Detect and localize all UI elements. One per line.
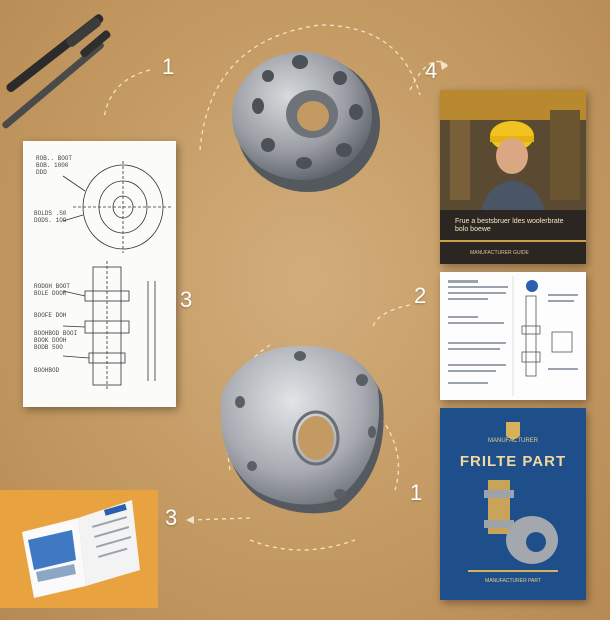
step-number-1-bottom: 1 <box>410 480 423 505</box>
drawing-note-2: BOLDS .S0 DODS. 1OO <box>34 210 67 224</box>
product-catalog-cover <box>440 408 586 600</box>
open-booklet-icon <box>22 500 140 598</box>
photo-caption: Frue a bestsbruer ldes woolerbrate bolo … <box>455 218 564 233</box>
step-number-3-bottom: 3 <box>165 505 178 530</box>
drawing-note-1: ROB.. BOOT BOB. 1000 DDD <box>36 155 73 176</box>
drawing-note-6: BOOHBOD <box>34 367 60 374</box>
drawing-note-5: BOOHBOD BOOI BOOK DOOH BODB 5OO <box>34 330 78 351</box>
step-number-1-top: 1 <box>162 54 175 79</box>
step-number-4: 4 <box>425 58 438 83</box>
arrow-3-bottom <box>189 517 251 521</box>
cover-footer: MANUFACTURER PART <box>485 578 541 584</box>
cover-art <box>440 408 586 600</box>
arrow-1-top <box>103 69 151 119</box>
arc-mid-right <box>359 394 399 491</box>
photo-footer: MANUFACTURER GUIDE <box>470 250 529 256</box>
spec-sheet <box>440 272 586 400</box>
technical-drawing-sheet <box>23 141 176 407</box>
step-number-2: 2 <box>414 283 427 308</box>
cover-title: FRILTE PART <box>459 453 567 470</box>
drawing-note-3: RODOH BOOT BOLE DOOR <box>34 283 71 297</box>
open-booklet <box>0 490 158 608</box>
brand-logo-icon <box>506 422 520 440</box>
worker-photo-icon <box>440 90 586 264</box>
drawing-lines <box>62 161 173 391</box>
step-number-3-left: 3 <box>180 287 193 312</box>
worker-photo-brochure <box>440 90 586 264</box>
arc-bottom <box>249 539 356 551</box>
drawing-note-4: BOOFE DOH <box>34 312 67 319</box>
cover-brand: MANUFACTURER <box>487 438 538 444</box>
spec-sheet-layout <box>448 276 578 396</box>
